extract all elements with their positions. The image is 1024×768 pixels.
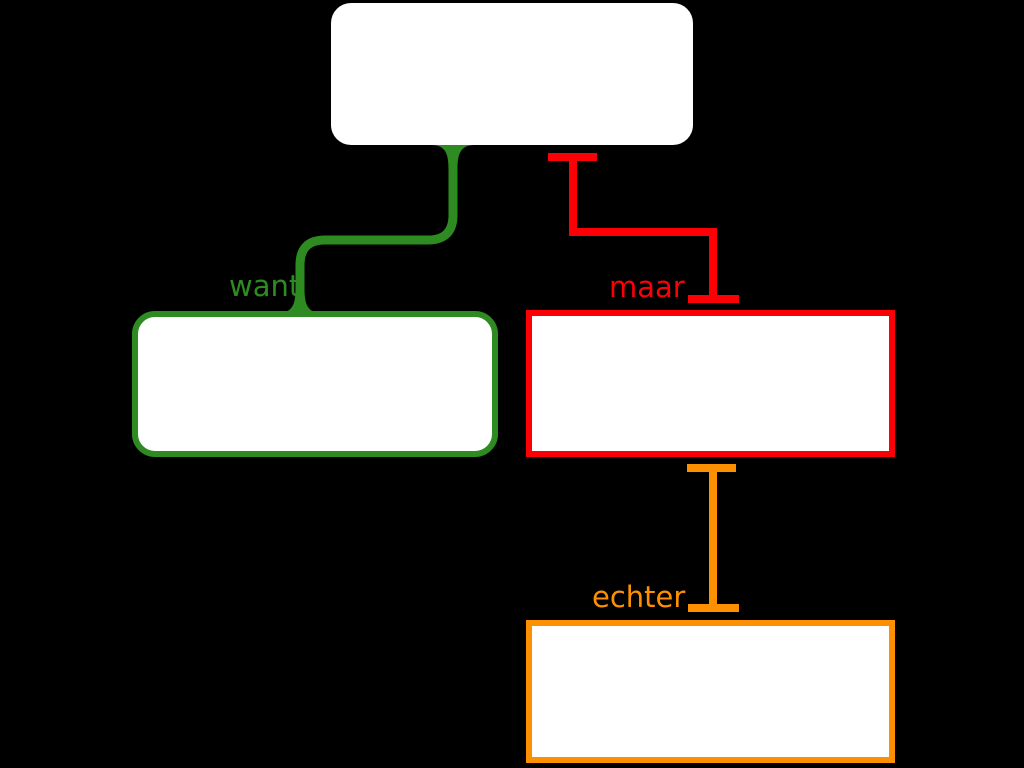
root-node-box[interactable] <box>331 3 693 145</box>
node-layer <box>132 3 895 763</box>
edge-want[interactable]: want <box>229 141 475 313</box>
red-node-box[interactable] <box>526 310 895 457</box>
edge-maar-line[interactable] <box>569 161 717 296</box>
root-node[interactable] <box>331 3 693 145</box>
edge-label-want: want <box>229 269 300 303</box>
orange-node-box[interactable] <box>526 620 895 763</box>
edge-layer: want maar echter <box>229 141 739 614</box>
orange-node[interactable] <box>526 620 895 763</box>
edge-want-line[interactable] <box>295 141 458 313</box>
green-node-box[interactable] <box>132 311 498 457</box>
edge-want-fillet-top-icon <box>431 145 475 171</box>
edge-want-fillet-bottom-icon <box>278 287 322 313</box>
green-node[interactable] <box>132 311 498 457</box>
edge-echter[interactable]: echter <box>592 464 739 614</box>
edge-label-echter: echter <box>592 580 685 614</box>
edge-maar[interactable]: maar <box>548 153 739 304</box>
red-node[interactable] <box>526 310 895 457</box>
edge-label-maar: maar <box>609 270 685 304</box>
